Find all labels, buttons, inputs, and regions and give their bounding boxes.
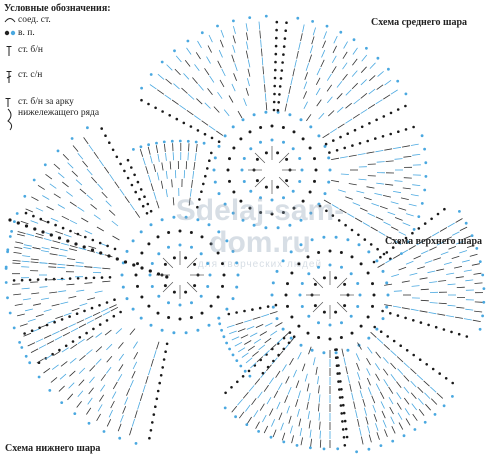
legend-row-single-crochet: ст. б/н bbox=[4, 45, 134, 61]
legend-label-double-crochet: ст. с/н bbox=[18, 70, 42, 81]
legend: Условные обозначения: соед. ст. в. п. ст… bbox=[4, 3, 134, 135]
legend-label-sc-under-arc: ст. б/н за арку нижележащего ряда bbox=[18, 97, 126, 119]
legend-row-sc-under-arc: ст. б/н за арку нижележащего ряда bbox=[4, 97, 134, 135]
chain-icon bbox=[4, 28, 18, 41]
label-top-ball: Схема верхнего шара bbox=[385, 236, 482, 247]
legend-row-chain: в. п. bbox=[4, 28, 134, 41]
slip-stitch-icon bbox=[4, 15, 18, 28]
double-crochet-icon bbox=[4, 70, 18, 88]
diagonal-chain-line bbox=[8, 218, 168, 278]
legend-title: Условные обозначения: bbox=[4, 3, 134, 14]
label-bottom-ball: Схема нижнего шара bbox=[5, 443, 100, 454]
legend-row-slip-stitch: соед. ст. bbox=[4, 15, 134, 28]
label-middle-ball: Схема среднего шара bbox=[371, 17, 467, 28]
legend-label-chain: в. п. bbox=[18, 28, 35, 39]
middle-ball bbox=[140, 15, 427, 260]
legend-label-slip-stitch: соед. ст. bbox=[18, 15, 51, 26]
sc-under-arc-icon bbox=[4, 97, 18, 135]
single-crochet-icon bbox=[4, 45, 18, 61]
legend-label-single-crochet: ст. б/н bbox=[18, 45, 43, 56]
legend-row-double-crochet: ст. с/н bbox=[4, 70, 134, 88]
bottom-ball bbox=[5, 126, 240, 445]
